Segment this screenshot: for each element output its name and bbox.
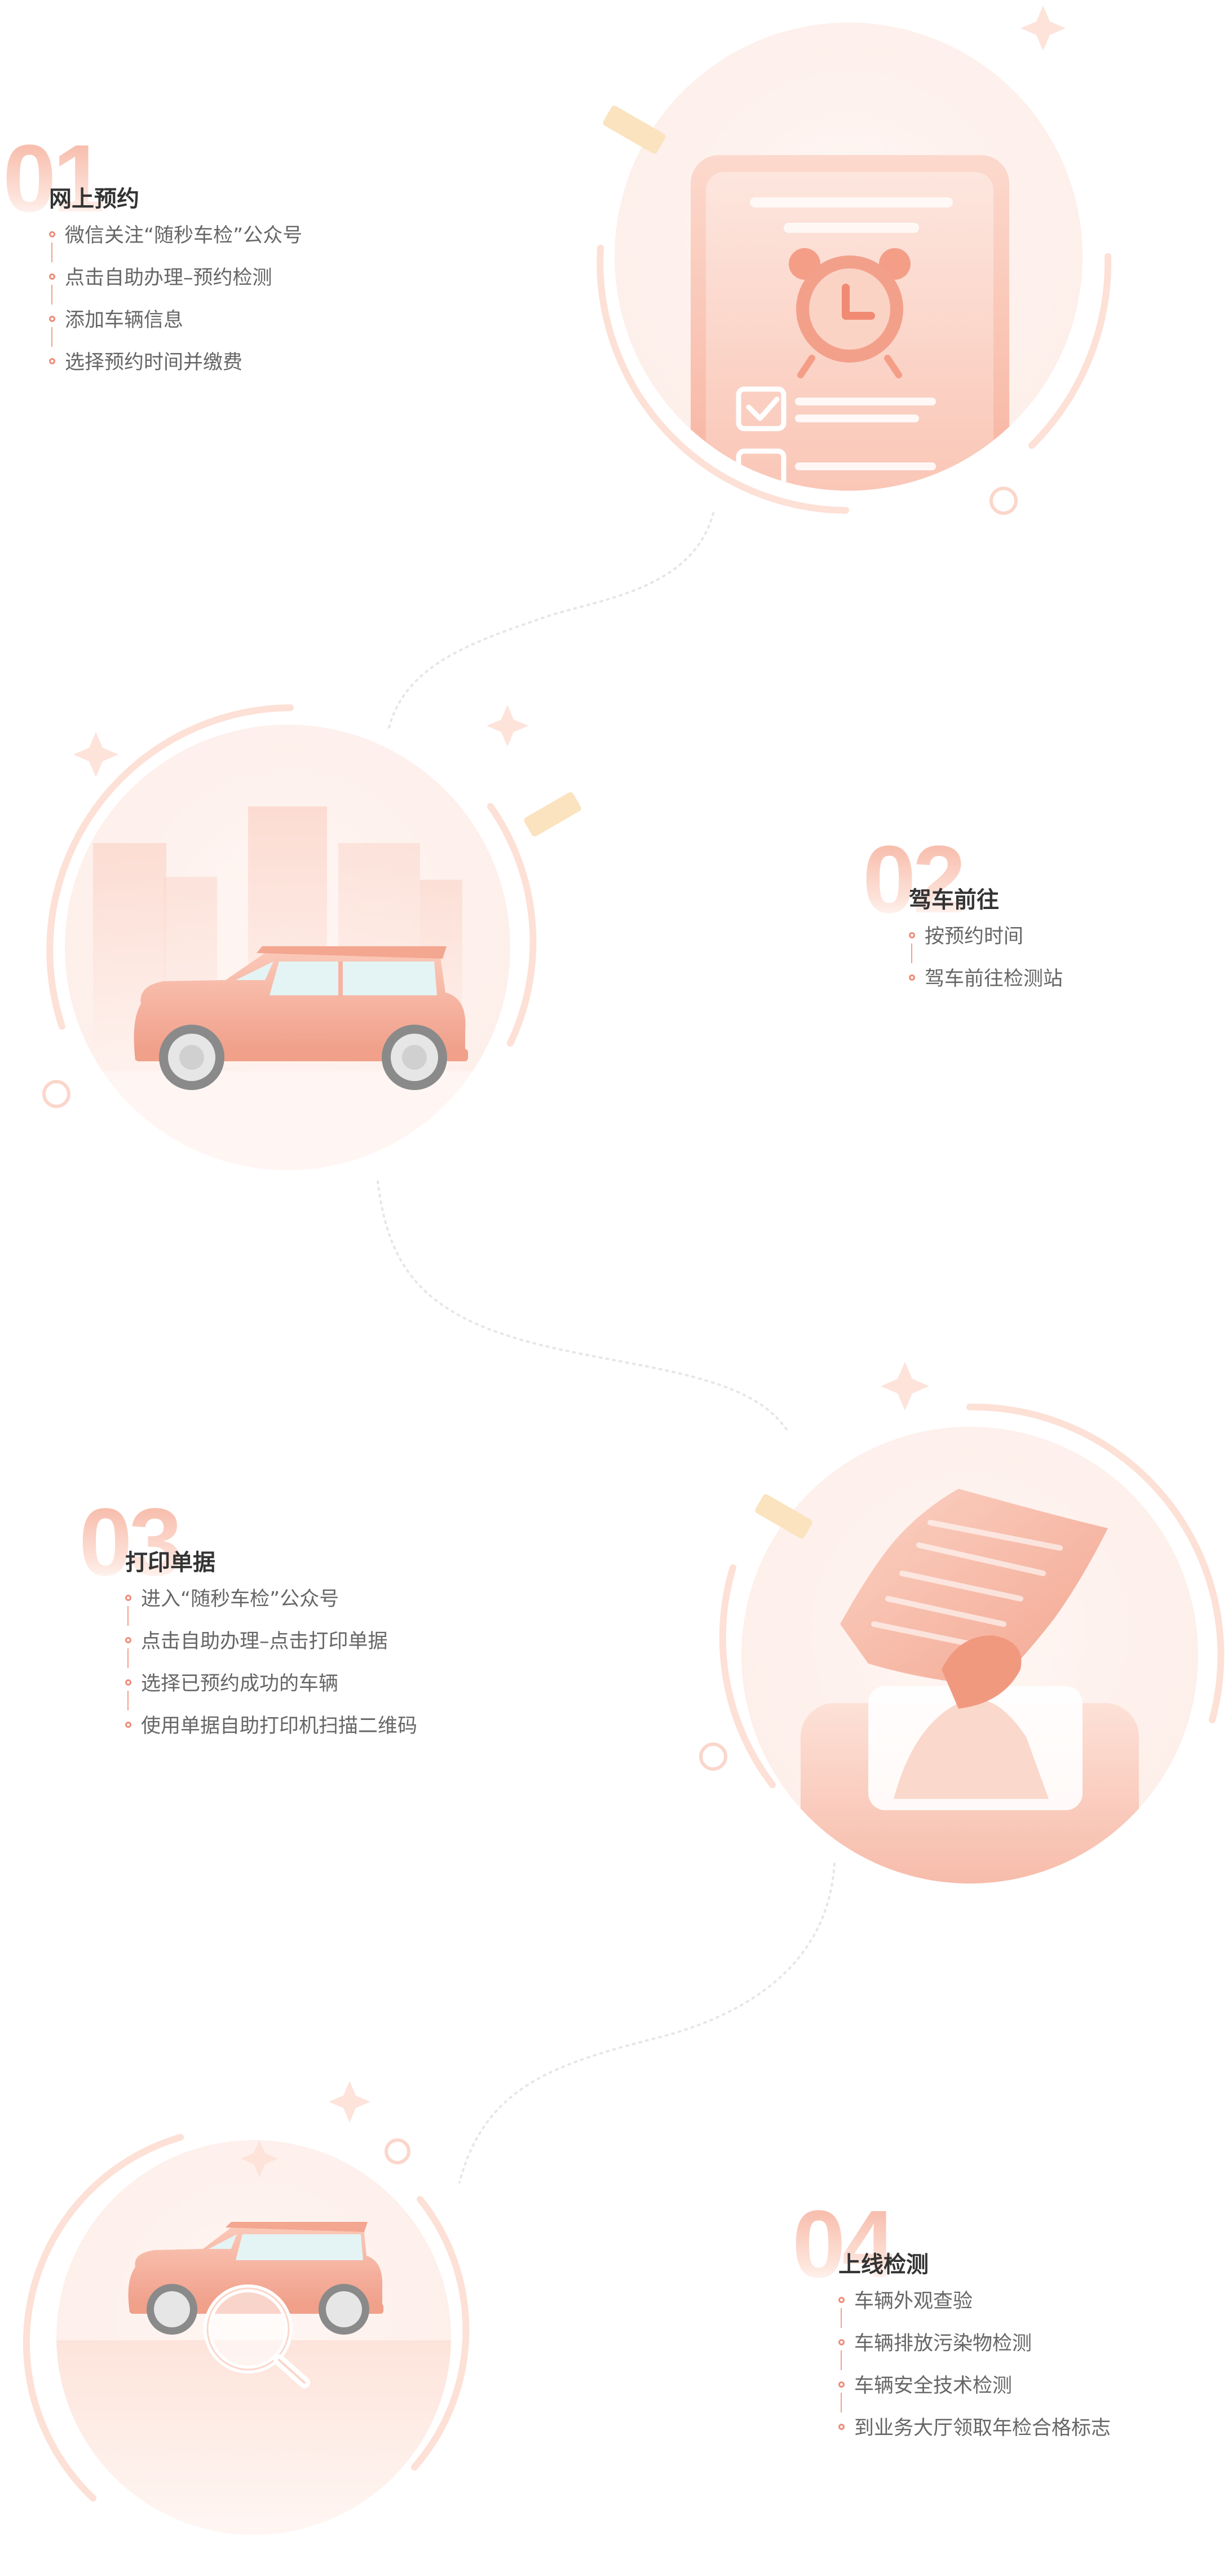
- list-item-text: 到业务大厅领取年检合格标志: [854, 2417, 1111, 2440]
- connector-2-3: [377, 1180, 788, 1431]
- connector-line: [841, 2393, 842, 2412]
- list-item: 车辆安全技术检测: [838, 2374, 1111, 2416]
- car-city-icon: [42, 704, 581, 1170]
- list-item: 添加车辆信息: [49, 308, 302, 351]
- bullet-dot-icon: [838, 2381, 845, 2388]
- bullet-dot-icon: [125, 1595, 131, 1601]
- list-item-text: 添加车辆信息: [65, 309, 184, 332]
- step-number: 04: [792, 2191, 895, 2298]
- step-number: 02: [863, 826, 966, 933]
- list-item: 点击自助办理–点击打印单据: [125, 1630, 417, 1672]
- bullet-dot-icon: [838, 2339, 845, 2345]
- list-item-text: 进入“随秒车检”公众号: [141, 1588, 339, 1611]
- step-title: 驾车前往: [909, 887, 999, 913]
- connector-line: [841, 2350, 842, 2370]
- bullet-dot-icon: [49, 358, 55, 364]
- bullet-dot-icon: [125, 1722, 131, 1728]
- step-number: 01: [3, 125, 106, 232]
- list-item: 车辆排放污染物检测: [838, 2332, 1111, 2374]
- list-item-text: 微信关注“随秒车检”公众号: [65, 224, 303, 247]
- list-item-text: 选择已预约成功的车辆: [141, 1673, 339, 1695]
- bullet-dot-icon: [909, 932, 915, 938]
- step-title: 打印单据: [125, 1550, 215, 1576]
- list-item-text: 选择预约时间并缴费: [65, 351, 243, 374]
- list-item-text: 使用单据自助打印机扫描二维码: [141, 1715, 418, 1737]
- connector-line: [51, 327, 52, 347]
- bullet-dot-icon: [49, 316, 55, 322]
- step-items-list: 进入“随秒车检”公众号 点击自助办理–点击打印单据 选择已预约成功的车辆 使用单…: [125, 1587, 417, 1757]
- bullet-dot-icon: [49, 274, 55, 280]
- list-item: 点击自助办理–预约检测: [49, 266, 302, 308]
- connector-line: [127, 1606, 129, 1626]
- connector-line: [51, 242, 52, 262]
- bullet-dot-icon: [125, 1679, 131, 1686]
- list-item-text: 车辆外观查验: [854, 2290, 973, 2313]
- connector-line: [51, 285, 52, 305]
- bullet-dot-icon: [125, 1637, 131, 1643]
- list-item: 选择预约时间并缴费: [49, 351, 302, 393]
- connector-1-2: [388, 512, 714, 729]
- connector-line: [911, 943, 912, 963]
- list-item-text: 驾车前往检测站: [925, 968, 1063, 990]
- step-items-list: 按预约时间 驾车前往检测站: [909, 925, 1063, 1009]
- list-item: 按预约时间: [909, 925, 1063, 967]
- list-item: 进入“随秒车检”公众号: [125, 1587, 417, 1630]
- step-items-list: 车辆外观查验 车辆排放污染物检测 车辆安全技术检测 到业务大厅领取年检合格标志: [838, 2290, 1111, 2459]
- connector-3-4: [458, 1863, 836, 2184]
- car-magnifier-icon: [23, 2081, 470, 2535]
- list-item: 使用单据自助打印机扫描二维码: [125, 1714, 417, 1757]
- list-item: 到业务大厅领取年检合格标志: [838, 2416, 1111, 2459]
- step-title: 网上预约: [49, 186, 139, 212]
- list-item-text: 按预约时间: [925, 925, 1024, 948]
- connector-line: [841, 2308, 842, 2328]
- list-item-text: 车辆安全技术检测: [854, 2375, 1013, 2397]
- list-item-text: 点击自助办理–点击打印单据: [141, 1630, 388, 1653]
- bullet-dot-icon: [838, 2297, 845, 2303]
- list-item: 车辆外观查验: [838, 2290, 1111, 2332]
- step-items-list: 微信关注“随秒车检”公众号 点击自助办理–预约检测 添加车辆信息 选择预约时间并…: [49, 224, 302, 393]
- printer-receipt-icon: [699, 1362, 1225, 1884]
- step-title: 上线检测: [838, 2252, 929, 2278]
- list-item-text: 点击自助办理–预约检测: [65, 267, 272, 289]
- bullet-dot-icon: [909, 974, 915, 981]
- connector-line: [127, 1648, 129, 1668]
- bullet-dot-icon: [49, 231, 55, 237]
- bullet-dot-icon: [838, 2424, 845, 2430]
- step-number: 03: [79, 1489, 182, 1596]
- list-item: 驾车前往检测站: [909, 967, 1063, 1009]
- list-item-text: 车辆排放污染物检测: [854, 2332, 1032, 2355]
- connector-line: [127, 1691, 129, 1710]
- list-item: 微信关注“随秒车检”公众号: [49, 224, 302, 266]
- phone-alarm-checklist-icon: [597, 6, 1112, 515]
- list-item: 选择已预约成功的车辆: [125, 1672, 417, 1714]
